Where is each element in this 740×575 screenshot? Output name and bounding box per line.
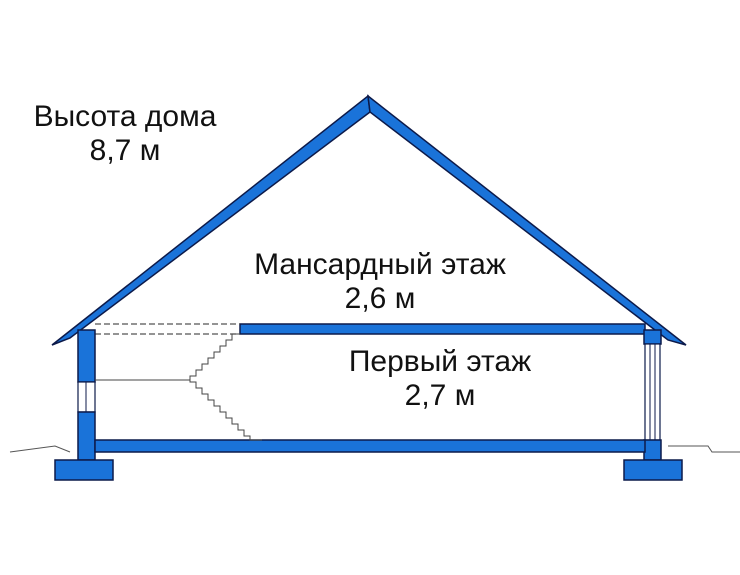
house-height-value: 8,7 м [89, 134, 161, 167]
attic-floor-value: 2,6 м [344, 282, 416, 315]
right-wall-top [643, 329, 662, 345]
first-floor-title: Первый этаж [348, 345, 532, 378]
roof [51, 94, 687, 346]
house-height-title: Высота дома [33, 100, 217, 133]
left-wall-upper [77, 329, 96, 383]
first-floor-label: Первый этаж 2,7 м [305, 345, 575, 413]
first-floor-value: 2,7 м [404, 379, 476, 412]
roof-rafter-right [367, 94, 687, 346]
right-foundation [623, 459, 683, 481]
staircase [189, 333, 262, 441]
house-height-label: Высота дома 8,7 м [10, 100, 240, 168]
attic-floor-slab [239, 323, 646, 335]
ground-floor-slab [94, 439, 646, 453]
left-wall-lower [77, 411, 96, 461]
right-window [644, 343, 661, 441]
attic-floor-title: Мансардный этаж [254, 248, 506, 281]
attic-floor-label: Мансардный этаж 2,6 м [215, 248, 545, 316]
right-wall-bottom [643, 439, 662, 461]
ground-line-right [668, 445, 740, 453]
left-foundation [54, 459, 114, 481]
ground-line-left [9, 445, 71, 453]
